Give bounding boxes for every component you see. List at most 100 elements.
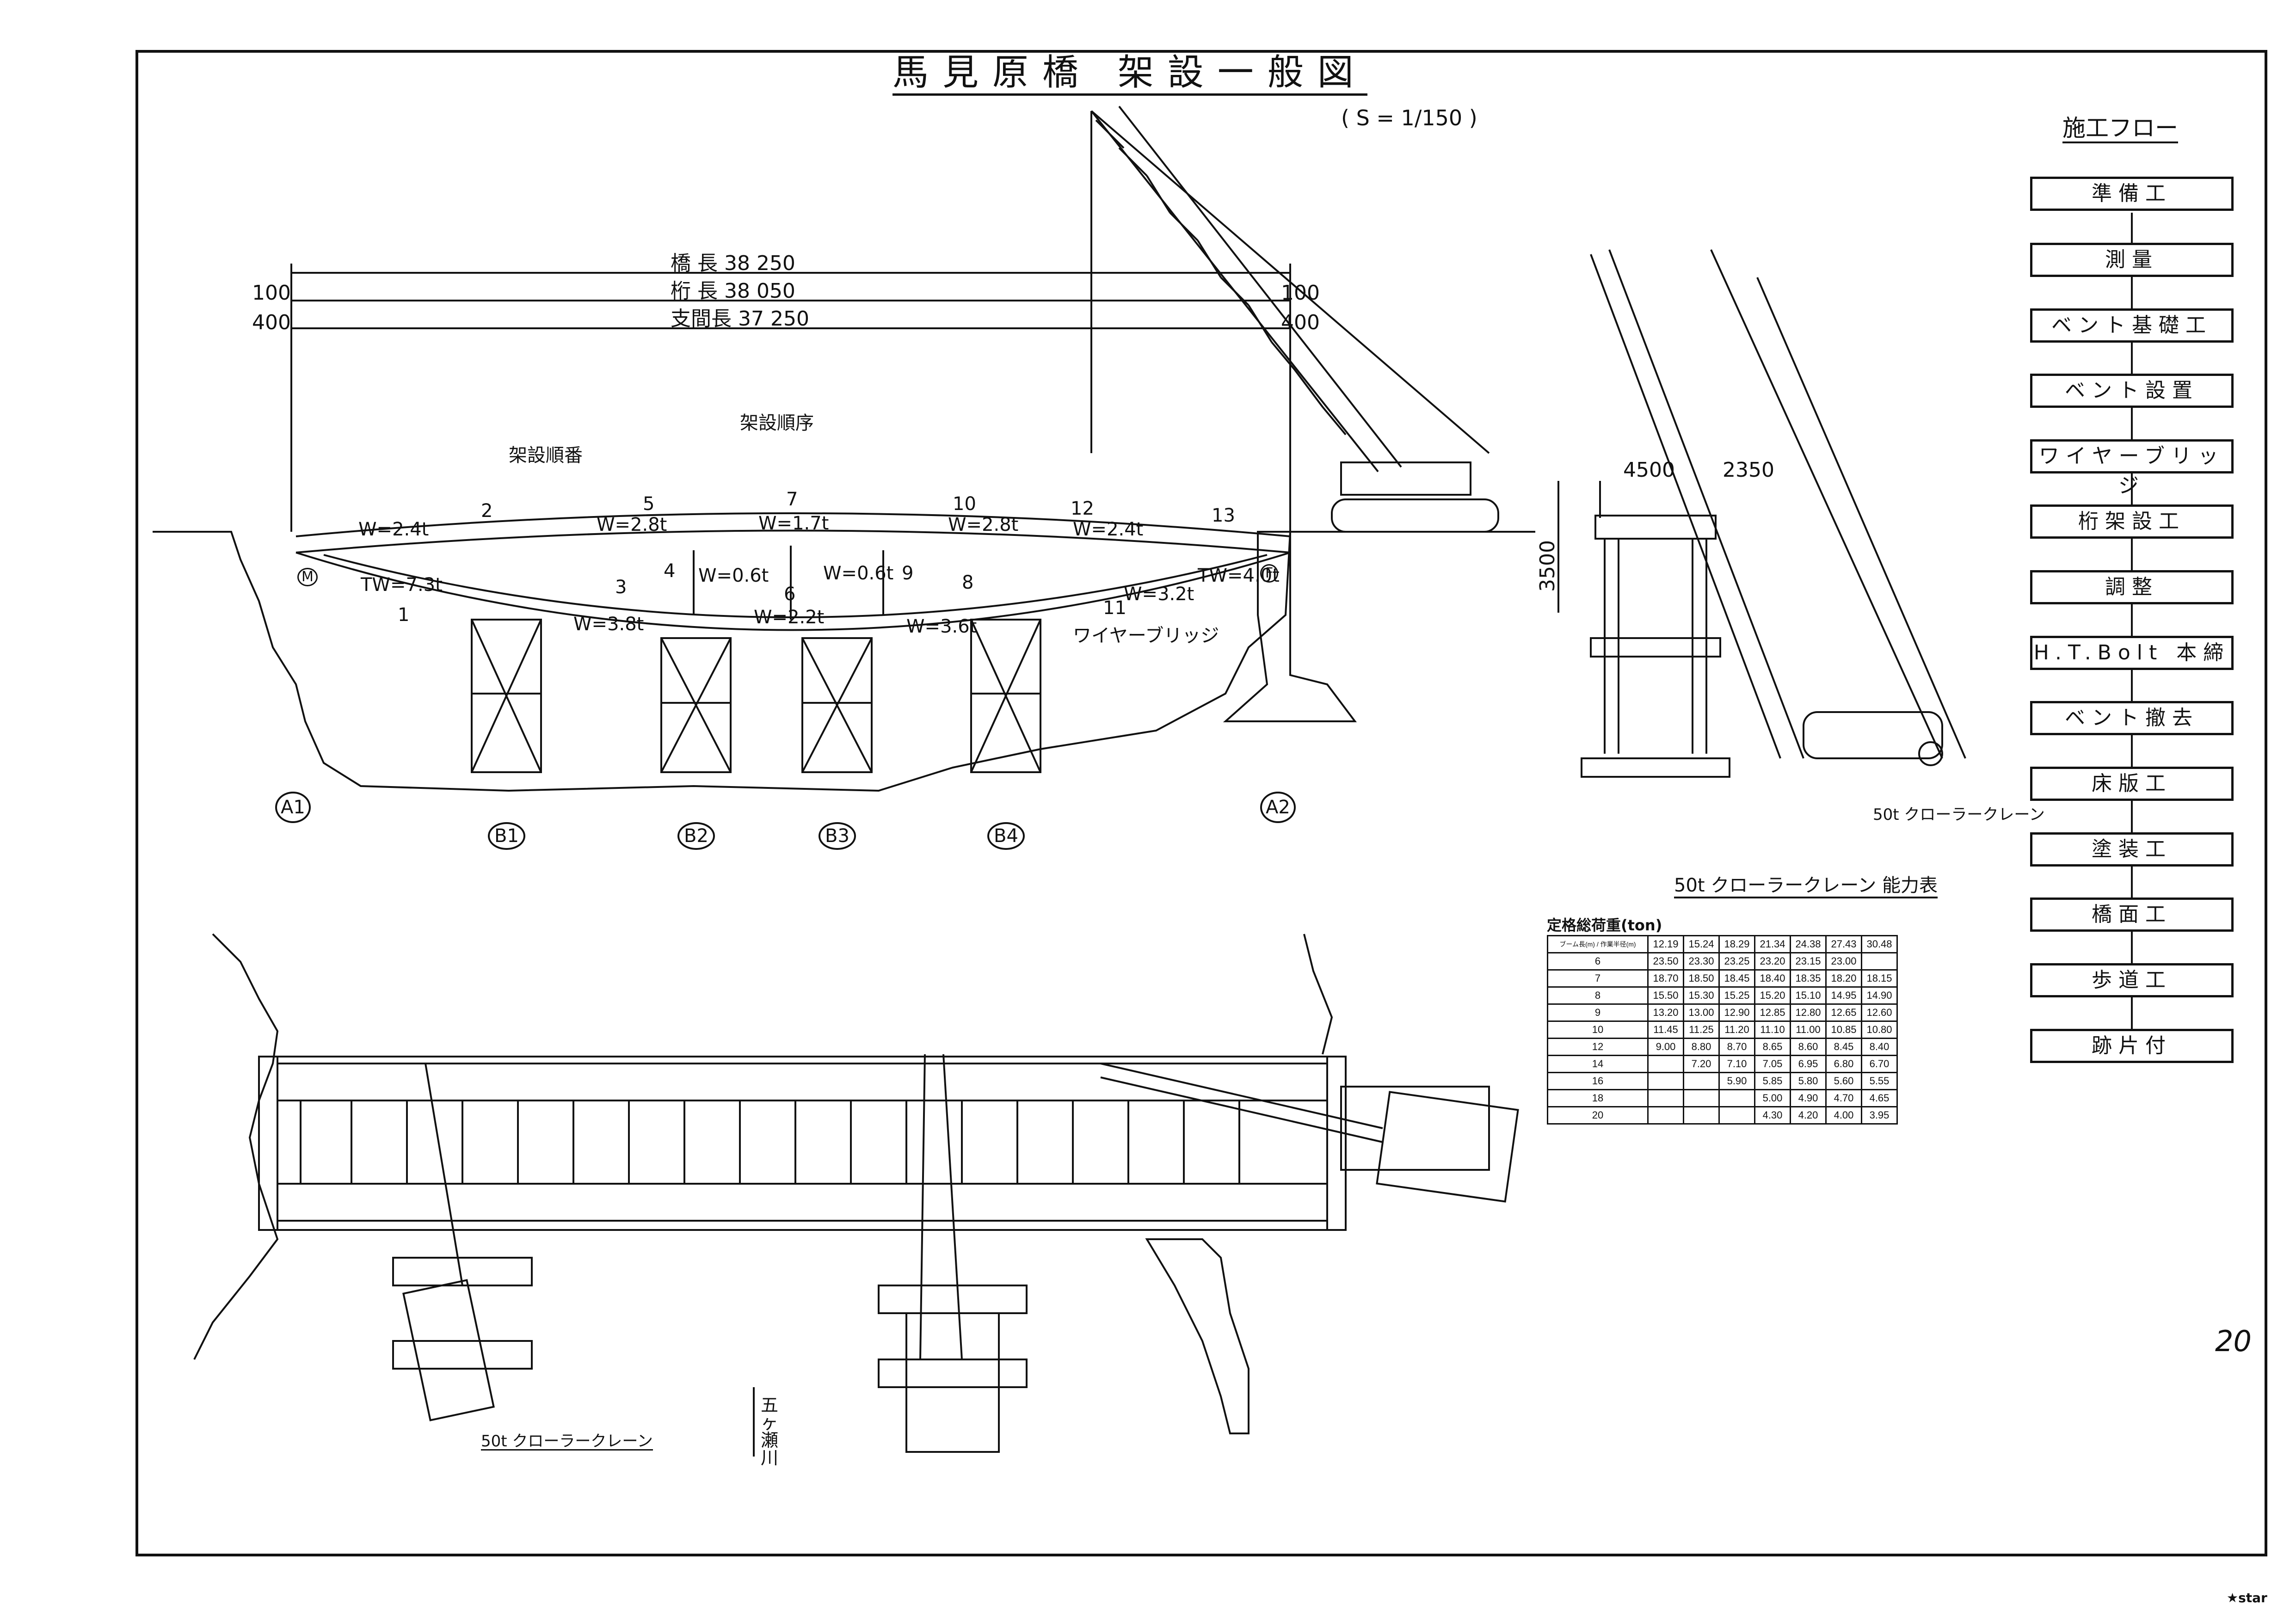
rated-load-cell [1683,1072,1720,1090]
footer-mark: ★star [2227,1590,2267,1605]
dimension-lines [290,264,1291,532]
boom-length-header: 27.43 [1825,935,1862,953]
weight-label: W=0.6t [698,565,769,586]
capacity-table-corner: ブーム長(m) / 作業半径(m) [1547,935,1649,953]
bent-tag-B3: B3 [819,822,856,850]
flow-step: 準備工 [2030,177,2234,211]
rated-load-cell: 14.90 [1861,986,1898,1005]
boom-length-header: 21.34 [1754,935,1791,953]
rated-load-cell: 4.20 [1790,1106,1827,1125]
weight-label: W=2.8t [597,514,667,535]
river-label: 五ヶ瀬川 [761,1395,779,1468]
rated-load-cell: 15.10 [1790,986,1827,1005]
rated-load-cell: 12.85 [1754,1003,1791,1022]
weight-label: W=2.2t [754,607,825,628]
drawing-border [135,50,2267,1556]
erection-direction-label: 架設順序 [740,412,814,434]
rated-load-cell: 5.55 [1861,1072,1898,1090]
erection-order-label: 架設順番 [509,445,583,466]
flow-step: 床版工 [2030,767,2234,801]
weight-label: W=3.6t [906,616,977,637]
weight-label: TW=7.3t [361,574,443,596]
rated-load-cell: 13.00 [1683,1003,1720,1022]
flow-step: H.T.Bolt 本締 [2030,636,2234,670]
bent-B4 [970,619,1041,773]
section-height-dim: 3500 [1536,540,1559,592]
rated-load-cell: 23.50 [1647,952,1684,971]
rated-load-cell [1683,1089,1720,1107]
rated-load-cell: 5.90 [1718,1072,1755,1090]
rated-load-cell: 14.95 [1825,986,1862,1005]
capacity-table: ブーム長(m) / 作業半径(m) 12.19 15.24 18.29 21.3… [1547,935,1898,1125]
rated-load-cell: 11.10 [1754,1021,1791,1039]
rated-load-cell: 5.85 [1754,1072,1791,1090]
rated-load-cell [1647,1106,1684,1125]
offset-bottom-left: 400 [252,311,291,334]
flow-step: 測量 [2030,243,2234,277]
page-number: 20 [2215,1324,2252,1358]
plan-view [193,933,1519,1457]
crawler-crane-elevation [1090,105,1499,533]
rated-load-cell: 23.20 [1754,952,1791,971]
rated-load-cell: 18.50 [1683,969,1720,988]
rated-load-cell: 4.30 [1754,1106,1791,1125]
boom-length-header: 18.29 [1718,935,1755,953]
rated-load-cell [1647,1072,1684,1090]
rated-load-cell: 15.30 [1683,986,1720,1005]
boom-length-header: 15.24 [1683,935,1720,953]
drawing-scale: ( S = 1/150 ) [1341,105,1477,130]
order-number: 13 [1212,505,1235,526]
rated-load-cell: 12.65 [1825,1003,1862,1022]
bent-tag-B2: B2 [677,822,715,850]
rated-load-cell: 10.80 [1861,1021,1898,1039]
flow-step: ワイヤーブリッジ [2030,439,2234,498]
flow-step: ベント設置 [2030,374,2234,408]
order-number: 11 [1103,597,1126,619]
section-crane-label: 50t クローラークレーン [1873,805,2045,824]
rated-load-cell [1718,1106,1755,1125]
rated-load-cell: 7.20 [1683,1055,1720,1073]
plan-crane-label: 50t クローラークレーン [481,1432,653,1451]
rated-load-cell [1647,1089,1684,1107]
rated-load-cell: 4.90 [1790,1089,1827,1107]
rated-load-cell: 23.25 [1718,952,1755,971]
rated-load-cell: 12.60 [1861,1003,1898,1022]
bent-B1 [471,619,542,773]
rated-load-cell: 6.95 [1790,1055,1827,1073]
rated-load-cell: 11.00 [1790,1021,1827,1039]
working-radius-cell: 6 [1547,952,1649,971]
rated-load-cell: 5.60 [1825,1072,1862,1090]
order-number: 3 [615,577,627,598]
offset-top-left: 100 [252,281,291,305]
boom-length-header: 30.48 [1861,935,1898,953]
rated-load-cell: 8.40 [1861,1038,1898,1056]
section-offset-dim: 2350 [1723,458,1774,482]
rated-load-cell: 5.00 [1754,1089,1791,1107]
boom-length-header: 24.38 [1790,935,1827,953]
rated-load-cell: 8.60 [1790,1038,1827,1056]
weight-label: W=2.8t [948,514,1019,535]
rated-load-cell: 7.05 [1754,1055,1791,1073]
order-number: 6 [784,584,796,605]
rated-load-cell: 12.80 [1790,1003,1827,1022]
offset-bottom-right: 400 [1281,311,1320,334]
rated-load-cell: 18.70 [1647,969,1684,988]
working-radius-cell: 12 [1547,1038,1649,1056]
order-number: 5 [643,493,655,515]
rated-load-cell [1647,1055,1684,1073]
working-radius-cell: 8 [1547,986,1649,1005]
rated-load-cell: 18.20 [1825,969,1862,988]
bent-B3 [801,637,873,773]
working-radius-cell: 9 [1547,1003,1649,1022]
working-radius-cell: 7 [1547,969,1649,988]
capacity-table-caption: 50t クローラークレーン 能力表 [1674,876,1938,898]
rated-load-cell: 8.80 [1683,1038,1720,1056]
rated-load-cell: 23.00 [1825,952,1862,971]
construction-flow-heading: 施工フロー [2062,117,2178,143]
